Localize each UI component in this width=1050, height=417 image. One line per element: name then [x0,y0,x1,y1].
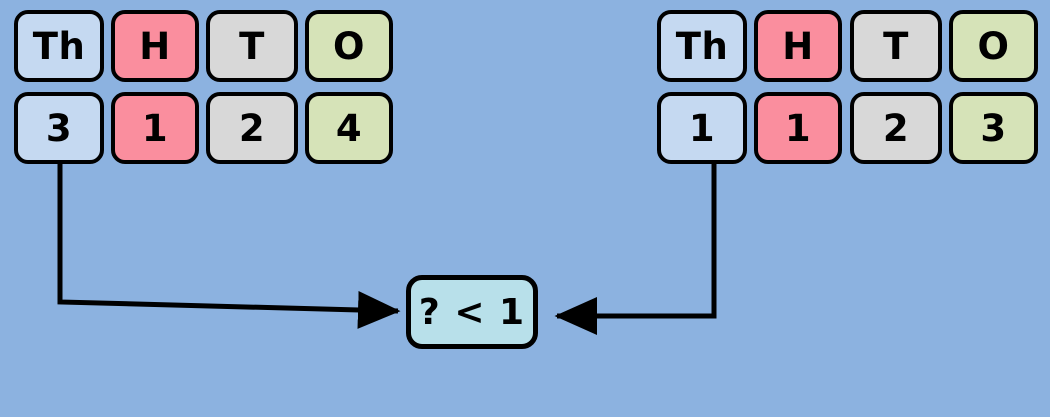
left-digit-hundreds[interactable]: 1 [111,92,199,164]
left-digit-tens[interactable]: 2 [206,92,298,164]
comparison-question-box[interactable]: ? < 1 [406,275,538,349]
left-header-hundreds[interactable]: H [111,10,199,82]
right-header-thousands[interactable]: Th [657,10,747,82]
left-header-ones[interactable]: O [305,10,393,82]
right-header-ones[interactable]: O [949,10,1038,82]
right-digit-tens[interactable]: 2 [850,92,942,164]
left-digit-thousands[interactable]: 3 [14,92,104,164]
right-digit-hundreds[interactable]: 1 [754,92,842,164]
right-header-hundreds[interactable]: H [754,10,842,82]
right-digit-thousands[interactable]: 1 [657,92,747,164]
right-digit-ones[interactable]: 3 [949,92,1038,164]
left-digit-ones[interactable]: 4 [305,92,393,164]
left-header-thousands[interactable]: Th [14,10,104,82]
left-connector-path [57,160,401,329]
right-header-tens[interactable]: T [850,10,942,82]
left-header-tens[interactable]: T [206,10,298,82]
right-connector-path [554,160,717,335]
